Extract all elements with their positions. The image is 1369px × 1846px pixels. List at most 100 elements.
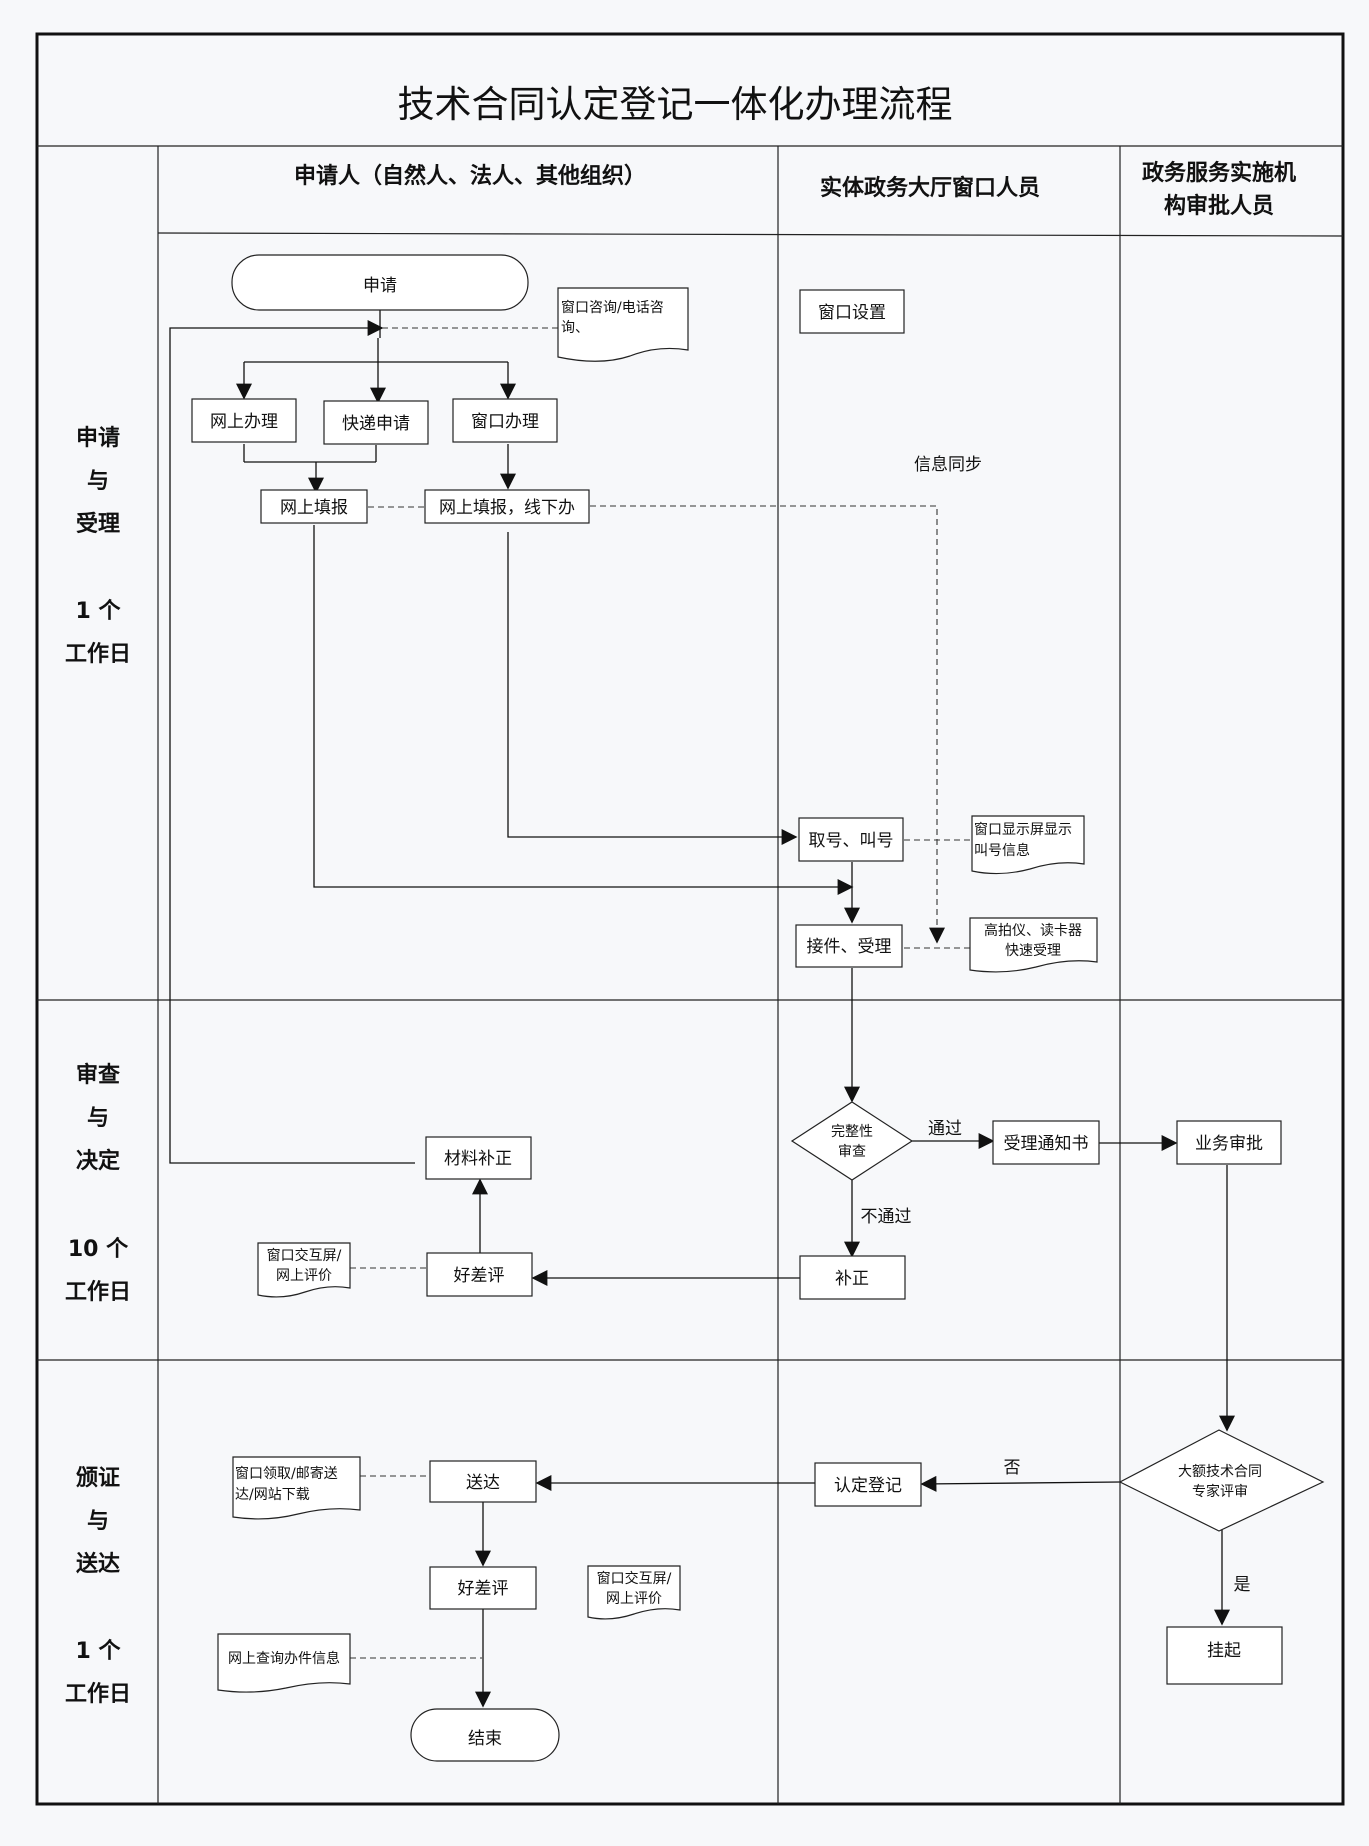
node-label: 完整性 — [831, 1124, 873, 1140]
phase-label: 受理 — [76, 511, 120, 537]
fail-label: 不通过 — [861, 1207, 912, 1227]
phase-label: 送达 — [76, 1551, 120, 1577]
business-approval-node: 业务审批 — [1176, 1120, 1282, 1165]
deliver-node: 送达 — [429, 1460, 537, 1503]
dashed-info-sync — [590, 505, 945, 944]
node-label: 网上填报，线下办 — [439, 498, 575, 518]
phase-days-unit: 工作日 — [65, 1682, 131, 1707]
node-label: 补正 — [835, 1269, 869, 1289]
phase-label: 与 — [87, 1509, 109, 1534]
node-label: 好差评 — [458, 1579, 509, 1599]
node-label: 大额技术合同 — [1178, 1464, 1262, 1480]
node-label: 专家评审 — [1192, 1483, 1248, 1500]
node-label: 取号、叫号 — [809, 831, 894, 851]
arrow-online-to-receive — [313, 525, 854, 895]
node-label: 网上评价 — [606, 1591, 662, 1607]
phase-label: 审查 — [76, 1062, 120, 1088]
lane-header-applicant: 申请人（自然人、法人、其他组织） — [294, 163, 646, 189]
pass-label: 通过 — [928, 1119, 962, 1139]
window-process-node: 窗口办理 — [452, 398, 558, 443]
phase-label: 决定 — [76, 1148, 120, 1174]
arrow-to-take-number — [507, 532, 798, 845]
expert-review-decision: 大额技术合同 专家评审 — [1118, 1429, 1325, 1532]
phase-days: 10 个 — [68, 1237, 129, 1262]
lane-header-approver-1: 政务服务实施机 — [1142, 160, 1296, 186]
fill-online-node: 网上填报 — [260, 489, 368, 524]
node-label: 网上评价 — [276, 1268, 332, 1284]
query-document-node: 网上查询办件信息 — [217, 1633, 351, 1693]
take-number-node: 取号、叫号 — [798, 817, 904, 862]
node-label: 窗口咨询/电话咨 — [561, 299, 664, 316]
node-label: 申请 — [363, 276, 397, 296]
node-label: 受理通知书 — [1004, 1134, 1089, 1154]
end-node: 结束 — [410, 1708, 560, 1762]
phase-delivery: 颁证 与 送达 1 个 工作日 — [65, 1466, 131, 1707]
start-apply-node: 申请 — [231, 254, 529, 311]
receive-node: 接件、受理 — [795, 924, 903, 968]
phase-label: 申请 — [76, 425, 120, 451]
node-label: 材料补正 — [444, 1149, 512, 1169]
material-fix-node: 材料补正 — [425, 1136, 532, 1180]
phase-label: 与 — [87, 1106, 109, 1131]
completeness-check-decision: 完整性 审查 — [790, 1101, 914, 1181]
node-label: 接件、受理 — [807, 937, 892, 957]
node-label: 网上办理 — [210, 412, 278, 432]
pickup-document-node: 窗口领取/邮寄送 达/网站下载 — [232, 1456, 361, 1520]
yes-label: 是 — [1234, 1575, 1251, 1595]
phase-days: 1 个 — [76, 1639, 122, 1664]
node-label: 好差评 — [454, 1266, 505, 1286]
rating-node-1: 好差评 — [426, 1252, 533, 1297]
node-label: 窗口交互屏/ — [267, 1247, 342, 1264]
lane-header-window: 实体政务大厅窗口人员 — [820, 175, 1040, 201]
node-label: 网上填报 — [280, 498, 348, 518]
phase-label: 颁证 — [76, 1466, 120, 1491]
express-apply-node: 快递申请 — [323, 400, 429, 445]
node-label: 快递申请 — [342, 414, 410, 434]
lane-header-approver-2: 构审批人员 — [1164, 193, 1274, 219]
node-label: 快速受理 — [1005, 943, 1061, 959]
node-label: 窗口领取/邮寄送 — [235, 1465, 338, 1482]
certification-register-node: 认定登记 — [814, 1462, 922, 1507]
consult-document-node: 窗口咨询/电话咨 询、 — [557, 287, 689, 362]
phase-days-unit: 工作日 — [65, 1280, 131, 1305]
page-title: 技术合同认定登记一体化办理流程 — [398, 83, 953, 126]
node-label: 窗口设置 — [818, 303, 886, 323]
fill-offline-node: 网上填报，线下办 — [424, 489, 590, 524]
connectors — [169, 310, 1235, 1708]
phase-review: 审查 与 决定 10 个 工作日 — [65, 1062, 131, 1305]
window-setup-node: 窗口设置 — [799, 289, 905, 334]
evaluation-document-node-1: 窗口交互屏/ 网上评价 — [257, 1242, 351, 1298]
phase-application: 申请 与 受理 1 个 工作日 — [65, 425, 131, 667]
node-label: 达/网站下载 — [235, 1487, 310, 1503]
node-label: 窗口交互屏/ — [597, 1570, 672, 1587]
node-label: 窗口显示屏显示 — [974, 821, 1072, 838]
display-document-node: 窗口显示屏显示 叫号信息 — [971, 815, 1085, 875]
node-label: 认定登记 — [834, 1476, 902, 1496]
node-label: 送达 — [466, 1473, 500, 1493]
outer-frame — [35, 32, 1345, 1806]
arrow-resubmit-loop — [169, 320, 415, 1164]
node-label: 询、 — [561, 320, 589, 336]
phase-days-unit: 工作日 — [65, 642, 131, 667]
online-process-node: 网上办理 — [191, 398, 297, 443]
header-divider — [157, 232, 1344, 237]
arrow-to-register — [920, 1475, 1121, 1492]
rating-node-2: 好差评 — [429, 1566, 537, 1610]
node-label: 业务审批 — [1195, 1134, 1263, 1154]
phase-label: 与 — [87, 469, 109, 494]
suspend-node: 挂起 — [1166, 1626, 1283, 1685]
evaluation-document-node-2: 窗口交互屏/ 网上评价 — [587, 1565, 681, 1620]
no-label: 否 — [1004, 1458, 1021, 1478]
acceptance-notice-node: 受理通知书 — [992, 1120, 1100, 1165]
scanner-document-node: 高拍仪、读卡器 快速受理 — [969, 917, 1098, 973]
node-label: 窗口办理 — [471, 412, 539, 432]
info-sync-label: 信息同步 — [914, 455, 982, 475]
node-label: 审查 — [838, 1144, 866, 1160]
supplement-node: 补正 — [799, 1255, 906, 1300]
node-label: 网上查询办件信息 — [228, 1650, 340, 1667]
node-label: 高拍仪、读卡器 — [984, 922, 1082, 939]
node-label: 挂起 — [1207, 1641, 1241, 1661]
node-label: 叫号信息 — [974, 842, 1030, 859]
phase-days: 1 个 — [76, 599, 122, 624]
